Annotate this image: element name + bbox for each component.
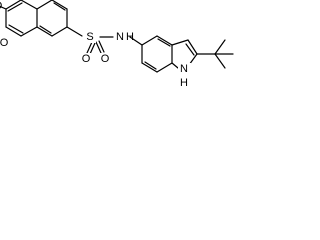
ring-oxygen-label: O [0, 37, 9, 49]
coumarin-ring-bonds [0, 0, 83, 37]
sulfonyl-oxygen-left-label: O [82, 53, 91, 65]
sulfur-label: S [86, 31, 93, 43]
indole-nitrogen-label: N [180, 63, 188, 75]
sulfonamide-bonds [86, 36, 114, 55]
sulfonamide-nitrogen-label: N [116, 31, 124, 43]
chemical-structure-diagram: O O S O O N H N H [0, 0, 234, 89]
sulfonyl-oxygen-right-label: O [101, 53, 110, 65]
indole-ring-bonds [129, 35, 234, 73]
atom-labels: O O S O O N H N H [0, 0, 191, 89]
carbonyl-oxygen-label: O [0, 0, 3, 12]
sulfonamide-hydrogen-label: H [126, 31, 134, 43]
indole-hydrogen-label: H [180, 77, 188, 89]
